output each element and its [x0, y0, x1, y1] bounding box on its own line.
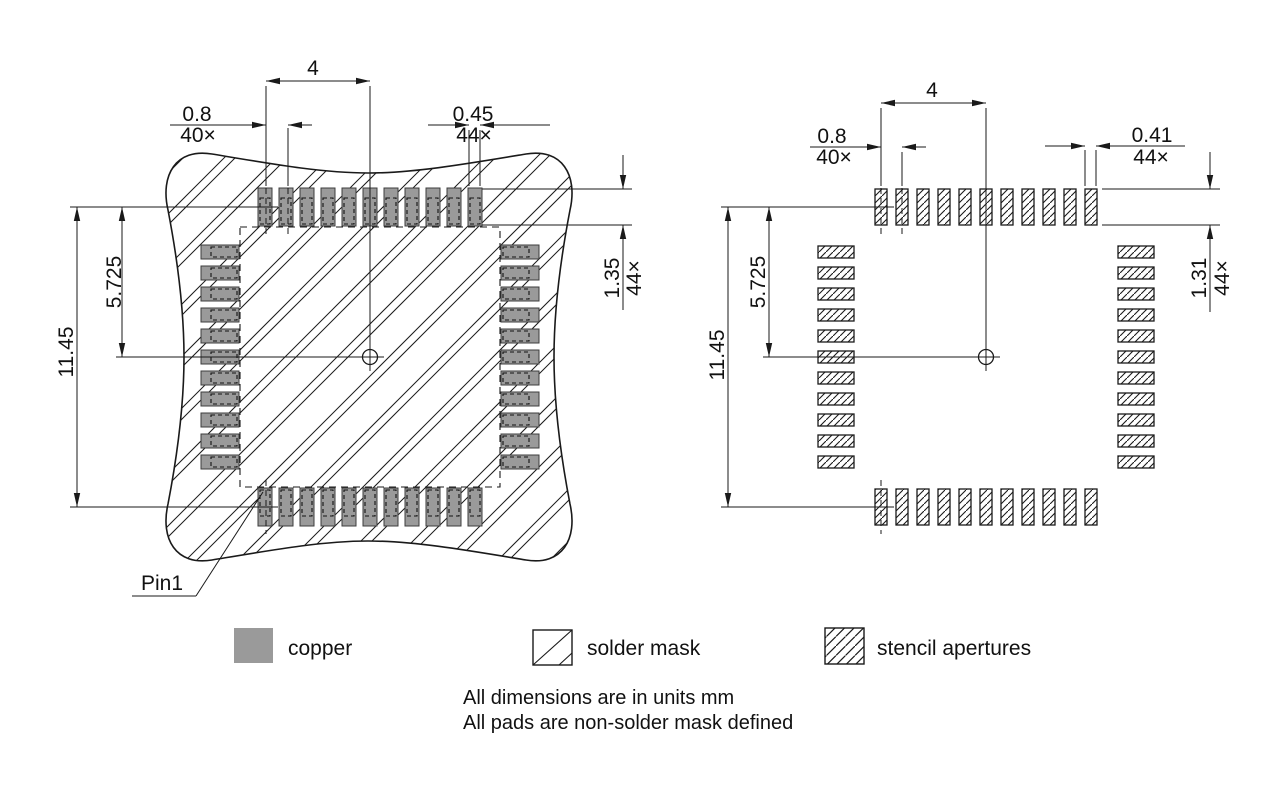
dim-aperture-width-count: 44× [1133, 146, 1169, 169]
units-note: All dimensions are in units mm [463, 687, 734, 709]
pads-note: All pads are non-solder mask defined [463, 712, 793, 734]
dim-half-span-right: 4 [926, 79, 938, 102]
dim-center-offset-left: 5.725 [103, 256, 126, 309]
dim-half-span-left: 4 [307, 57, 319, 80]
left-view-dimensions [70, 77, 632, 597]
dim-pad-length-count: 44× [623, 260, 646, 296]
dim-aperture-length-value: 1.31 [1188, 258, 1211, 299]
dim-pitch-value-right: 0.8 [817, 125, 846, 148]
dim-pitch-value-left: 0.8 [182, 103, 211, 126]
dim-pitch-count-left: 40× [180, 124, 216, 147]
left-view-copper-solder-mask: 4 0.8 40× 0.45 44× 1.35 44× 5.725 11.45 … [55, 57, 646, 597]
dim-overall-left: 11.45 [55, 327, 78, 378]
copper-pads [200, 187, 540, 527]
solder-mask-swatch [532, 629, 573, 666]
package-body-outline [239, 226, 501, 488]
pin1-label: Pin1 [141, 572, 183, 595]
dim-pitch-count-right: 40× [816, 146, 852, 169]
copper-legend-label: copper [288, 637, 352, 660]
dim-overall-right: 11.45 [706, 330, 729, 381]
stencil-apertures-legend-label: stencil apertures [877, 637, 1031, 660]
dim-center-offset-right: 5.725 [747, 256, 770, 309]
dim-pad-width-value: 0.45 [453, 103, 494, 126]
copper-swatch [234, 628, 273, 663]
notes: All dimensions are in units mm All pads … [463, 687, 793, 734]
right-view-dimensions [721, 99, 1220, 534]
dim-aperture-length-count: 44× [1211, 260, 1234, 296]
stencil-apertures [817, 188, 1155, 526]
solder-mask-legend-label: solder mask [587, 637, 701, 660]
dim-pad-length-value: 1.35 [601, 258, 624, 299]
stencil-apertures-swatch [824, 627, 865, 665]
dim-aperture-width-value: 0.41 [1132, 124, 1173, 147]
right-view-stencil: 4 0.8 40× 0.41 44× 1.31 44× 5.725 11.45 [706, 79, 1234, 534]
legend: copper solder mask stencil apertures [234, 627, 1031, 666]
dim-pad-width-count: 44× [456, 124, 492, 147]
